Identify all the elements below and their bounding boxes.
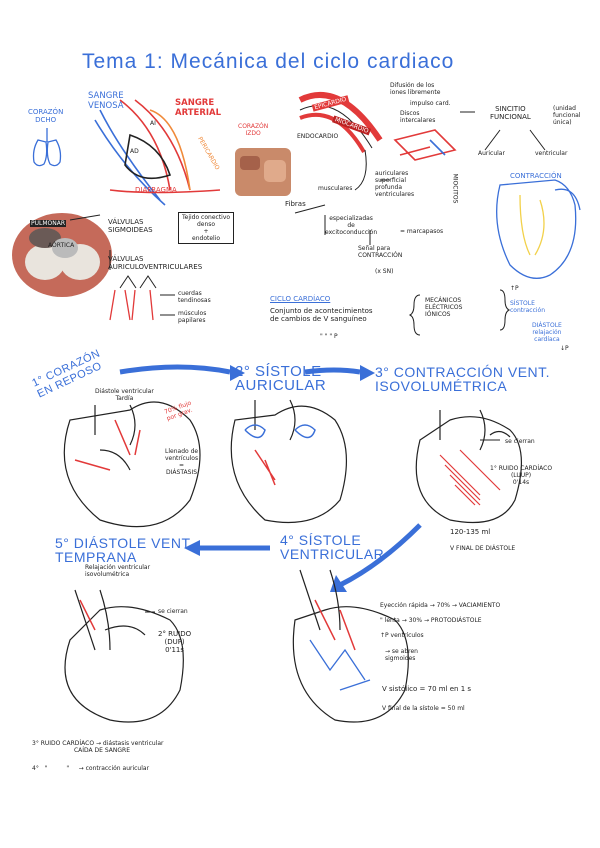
label-vsistolico: V sistólico = 70 ml en 1 s — [382, 685, 472, 693]
label-relajacion: Relajación ventricular isovolumétrica — [85, 564, 151, 578]
label-valvulas-sigmoideas: VÁLVULAS SIGMOIDEAS — [108, 218, 153, 234]
stage-1-subtitle: Diástole ventricular Tardía — [95, 388, 154, 402]
stage-5-se-cierran: se cierran — [158, 608, 188, 615]
label-xsn: (x SN) — [375, 268, 394, 275]
box-tejido: Tejido conectivo denso + endotelio — [178, 212, 235, 244]
heart-section-sketch — [94, 99, 221, 206]
label-impulso: impulso card. — [410, 100, 451, 107]
stage4-heart — [292, 569, 409, 723]
label-ventricular: ventricular — [535, 150, 568, 157]
label-endocardio: ENDOCARDIO — [297, 133, 339, 140]
label-p-vent: ↑P ventrículos — [380, 632, 424, 639]
label-v1-sub: V FINAL DE DIÁSTOLE — [450, 545, 516, 552]
stage-2-title: 2° SÍSTOLE AURICULAR — [235, 363, 327, 394]
ciclo-text: Conjunto de acontecimientos de cambios d… — [270, 307, 373, 323]
label-ad: AD — [130, 148, 139, 155]
label-ruido2: 2° RUIDO (DUP) 0'11s — [158, 630, 192, 654]
ciclo-sistole: SÍSTOLE contracción — [510, 300, 546, 314]
label-lenta: " lenta → 30% → PROTODIÁSTOLE — [380, 617, 482, 624]
label-cuerdas: cuerdas tendinosas — [178, 290, 211, 304]
chordae-sketch — [109, 289, 154, 321]
label-llenado: Llenado de ventrículos = DIÁSTASIS — [165, 448, 199, 476]
stage1-heart — [63, 401, 201, 528]
label-auricular: Auricular — [478, 150, 505, 157]
label-especializadas: especializadas de excitoconducción — [325, 215, 378, 236]
label-corazon-dcho: CORAZÓN DCHO — [28, 108, 64, 124]
label-eyeccion: Eyección rápida → 70% → VACIAMIENTO — [380, 602, 501, 609]
ciclo-p-down: ↓P — [560, 345, 569, 352]
stage2-heart — [230, 399, 347, 524]
label-ai: AI — [150, 120, 156, 127]
label-musculos: músculos papilares — [178, 310, 207, 324]
label-auriculares: auriculares superficial profunda ventric… — [375, 170, 415, 198]
contraction-heart-diagram — [496, 179, 581, 279]
label-sincitio: SINCITIO FUNCIONAL — [490, 105, 531, 121]
ciclo-mecanicos: MECÁNICOS ELÉCTRICOS IÓNICOS — [425, 297, 463, 318]
label-difusion: Difusión de los iones libremente — [390, 82, 441, 96]
label-vfinal: V final de la sístole = 50 ml — [382, 705, 465, 712]
stage-4-title: 4° SÍSTOLE VENTRICULAR — [280, 532, 385, 562]
label-musculares: musculares — [318, 185, 353, 192]
stage-arrows — [119, 364, 422, 588]
label-sangre-arterial: SANGRE ARTERIAL — [175, 98, 222, 118]
lungs-icon — [32, 128, 62, 167]
footer-ruido3: 3° RUIDO CARDÍACO → diástasis ventricula… — [32, 740, 164, 754]
label-senal: Señal para CONTRACCIÓN — [358, 245, 403, 259]
label-diafragma: DIAFRAGMA — [135, 186, 177, 194]
stage5-heart — [64, 589, 184, 723]
stage3-heart — [415, 409, 523, 524]
label-miocitos: MIOCITOS — [451, 173, 459, 204]
label-fibras: Fibras — [285, 200, 306, 208]
stage-3-se-cierran: se cierran — [505, 438, 535, 445]
label-contraccion: CONTRACCIÓN — [510, 172, 562, 180]
ciclo-heading: CICLO CARDÍACO — [270, 295, 331, 303]
label-marcapasos: = marcapasos — [400, 228, 444, 235]
stage-5-title: 5° DIÁSTOLE VENT. TEMPRANA — [55, 535, 194, 565]
label-unidad: (unidad funcional única) — [553, 105, 581, 126]
footer-ruido4: 4° " " → contracción auricular — [32, 765, 150, 772]
label-pulmonar: PULMONAR — [30, 220, 67, 227]
ciclo-p-up: ↑P — [510, 285, 519, 292]
label-ruido1: 1° RUIDO CARDÍACO (LUUP) 0'14s — [490, 465, 553, 486]
page-title: Tema 1: Mecánica del ciclo cardiaco — [82, 50, 455, 73]
label-aortica: AÓRTICA — [48, 242, 75, 249]
label-v1: 120-135 ml — [450, 528, 491, 536]
ciclo-sub: " " " P — [320, 333, 338, 340]
valves-illustration — [12, 213, 112, 297]
label-sangre-venosa: SANGRE VENOSA — [88, 91, 124, 111]
label-valvulas-av: VÁLVULAS AURICULOVENTRICULARES — [108, 255, 203, 271]
label-se-abren: → se abren sigmoides — [385, 648, 418, 662]
stage-3-title: 3° CONTRACCIÓN VENT. ISOVOLUMÉTRICA — [375, 364, 551, 394]
ciclo-diastole: DIÁSTOLE relajación cardíaca — [532, 322, 562, 343]
muscle-fiber-sketch — [393, 129, 457, 161]
label-discos: Discos intercalares — [400, 110, 436, 124]
label-corazon-izdo: CORAZÓN IZDO — [238, 123, 269, 137]
